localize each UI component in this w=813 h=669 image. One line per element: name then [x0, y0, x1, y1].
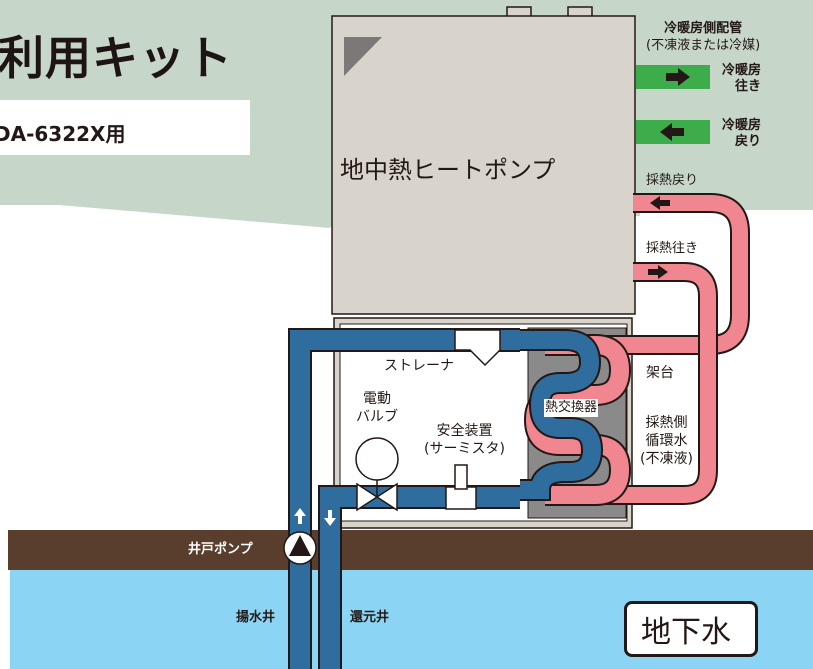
- model-banner: [0, 100, 250, 155]
- safety-device: [445, 464, 477, 510]
- safety-label-line1: 安全装置: [436, 423, 493, 439]
- safety-label-line2: (サーミスタ): [424, 441, 505, 457]
- groundwater-label: 地下水: [641, 615, 731, 650]
- return-well-label: 還元井: [350, 610, 390, 625]
- white-mid: [0, 205, 330, 530]
- circulation-label-line3: (不凍液): [640, 451, 693, 467]
- motorized-valve: [355, 437, 399, 512]
- pumping-well-label: 揚水井: [236, 610, 276, 625]
- supply-arrow: [636, 65, 710, 89]
- page-title: 利用キット: [0, 31, 233, 85]
- circulation-label: 採熱側 循環水 (不凍液): [640, 414, 693, 468]
- heat-pump-label: 地中熱ヒートポンプ: [340, 156, 556, 184]
- supply-legend-label: 冷暖房 往き: [722, 63, 761, 95]
- ground-layer: [8, 530, 813, 570]
- loop-return-label: 採熱戻り: [646, 173, 699, 188]
- stand-label: 架台: [646, 365, 674, 381]
- heat-collection-loop: [545, 193, 750, 505]
- supply-legend-line1: 冷暖房: [722, 63, 762, 78]
- sky-wedge: [0, 150, 330, 228]
- legend-heading: 冷暖房側配管 (不凍液または冷媒): [646, 20, 760, 54]
- valve-label-line1: 電動: [363, 391, 391, 407]
- legend-heading-line1: 冷暖房側配管: [664, 21, 743, 36]
- groundwater-box: [624, 601, 758, 657]
- heat-pump-cabinet: [331, 15, 636, 315]
- safety-label: 安全装置 (サーミスタ): [424, 422, 505, 458]
- legend-heading-line2: (不凍液または冷媒): [646, 38, 761, 53]
- heat-exchanger-label: 熱交換器: [544, 399, 599, 417]
- up-flow-arrow: [294, 508, 306, 524]
- return-legend-line1: 冷暖房: [722, 118, 762, 133]
- model-label: DA-6322X用: [0, 122, 126, 146]
- circulation-label-line2: 循環水: [645, 433, 688, 449]
- circulation-label-line1: 採熱側: [645, 415, 688, 431]
- valve-label-line2: バルブ: [356, 409, 398, 425]
- strainer-symbol: [454, 329, 501, 367]
- brand-logo-mark: [344, 37, 382, 76]
- well-pump-label: 井戸ポンプ: [188, 542, 253, 557]
- supply-legend-line2: 往き: [735, 79, 762, 94]
- return-arrow: [636, 120, 710, 144]
- valve-label: 電動 バルブ: [356, 390, 398, 426]
- down-flow-arrow: [324, 510, 336, 526]
- return-legend-line2: 戻り: [735, 134, 762, 149]
- well-pump-symbol: [283, 531, 317, 565]
- return-flow-arrow: [650, 196, 670, 210]
- supply-flow-arrow: [648, 265, 668, 279]
- loop-supply-label: 採熱往き: [646, 241, 699, 256]
- return-legend-label: 冷暖房 戻り: [722, 118, 761, 150]
- strainer-label: ストレーナ: [384, 358, 454, 374]
